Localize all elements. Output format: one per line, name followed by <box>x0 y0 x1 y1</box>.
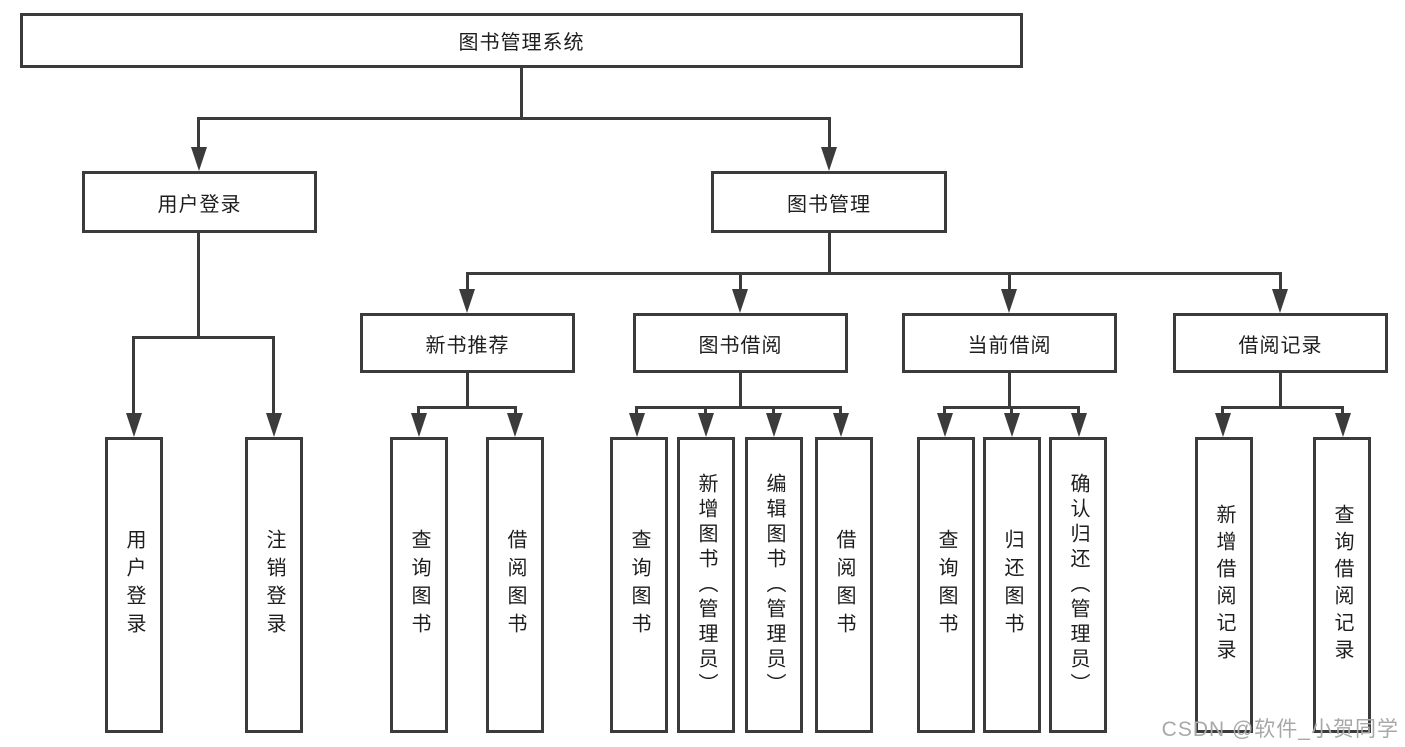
leaf-add-borrow-record-label: 新增借阅记录 <box>1213 504 1235 666</box>
arrowhead-user-login <box>191 147 207 171</box>
node-root-label: 图书管理系统 <box>458 32 585 54</box>
leaf-add-books-admin: 新增图书（管理员） <box>677 437 735 733</box>
leaf-query-books-1-label: 查询图书 <box>408 529 430 641</box>
arrowhead-query-books-1 <box>411 413 427 437</box>
leaf-borrow-books-2-label: 借阅图书 <box>833 529 855 641</box>
leaf-query-books-2: 查询图书 <box>610 437 668 733</box>
connector-drop-leaf-user-login <box>132 336 135 415</box>
leaf-return-books: 归还图书 <box>983 437 1041 733</box>
arrowhead-query-borrow-record <box>1335 413 1351 437</box>
connector-drop-new-book-recommend <box>466 272 469 291</box>
leaf-edit-books-admin: 编辑图书（管理员） <box>745 437 803 733</box>
leaf-query-books-2-label: 查询图书 <box>628 529 650 641</box>
arrowhead-return-books <box>1004 413 1020 437</box>
connector-drop-query-books-2 <box>635 406 638 416</box>
connector-book-borrowing-rail <box>635 406 842 409</box>
connector-drop-book-management <box>828 117 831 149</box>
arrowhead-current-borrowing <box>1001 289 1017 313</box>
connector-current-borrowing-stem <box>1008 373 1011 406</box>
connector-book-borrowing-stem <box>739 373 742 406</box>
arrowhead-leaf-user-login <box>126 413 142 437</box>
leaf-add-borrow-record: 新增借阅记录 <box>1195 437 1253 733</box>
connector-drop-book-borrowing <box>739 272 742 291</box>
connector-drop-query-borrow-record <box>1341 406 1344 416</box>
leaf-borrow-books-1: 借阅图书 <box>486 437 544 733</box>
connector-drop-current-borrowing <box>1008 272 1011 291</box>
connector-borrowing-records-rail <box>1221 406 1344 409</box>
connector-root-stem <box>520 68 523 117</box>
connector-root-rail <box>197 117 831 120</box>
connector-borrowing-records-stem <box>1279 373 1282 406</box>
connector-drop-query-books-1 <box>417 406 420 416</box>
leaf-query-books-3: 查询图书 <box>917 437 975 733</box>
node-new-book-recommend-label: 新书推荐 <box>425 334 510 357</box>
connector-new-book-recommend-rail <box>417 406 517 409</box>
connector-user-login-rail <box>132 336 275 339</box>
leaf-confirm-return-admin: 确认归还（管理员） <box>1049 437 1107 733</box>
connector-user-login-stem <box>197 233 200 336</box>
connector-new-book-recommend-stem <box>466 373 469 406</box>
arrowhead-edit-books-admin <box>766 413 782 437</box>
node-book-management: 图书管理 <box>711 171 947 233</box>
connector-drop-add-books-admin <box>704 406 707 416</box>
connector-drop-return-books <box>1010 406 1013 416</box>
leaf-query-books-3-label: 查询图书 <box>935 529 957 641</box>
leaf-user-login-label: 用户登录 <box>123 529 145 641</box>
arrowhead-new-book-recommend <box>459 289 475 313</box>
arrowhead-query-books-2 <box>629 413 645 437</box>
leaf-return-books-label: 归还图书 <box>1001 529 1023 641</box>
node-book-borrowing-label: 图书借阅 <box>698 334 783 357</box>
connector-drop-query-books-3 <box>943 406 946 416</box>
node-book-borrowing: 图书借阅 <box>633 313 848 373</box>
leaf-query-borrow-record: 查询借阅记录 <box>1313 437 1371 733</box>
arrowhead-add-borrow-record <box>1215 413 1231 437</box>
arrowhead-query-books-3 <box>937 413 953 437</box>
connector-drop-borrow-books-2 <box>839 406 842 416</box>
node-current-borrowing: 当前借阅 <box>902 313 1117 373</box>
connector-drop-borrowing-records <box>1279 272 1282 291</box>
leaf-borrow-books-2: 借阅图书 <box>815 437 873 733</box>
node-root: 图书管理系统 <box>20 13 1023 68</box>
arrowhead-borrow-books-1 <box>507 413 523 437</box>
node-current-borrowing-label: 当前借阅 <box>967 334 1052 357</box>
csdn-watermark: CSDN @软件_小贺同学 <box>1161 718 1399 741</box>
leaf-borrow-books-1-label: 借阅图书 <box>504 529 526 641</box>
leaf-user-login: 用户登录 <box>105 437 163 733</box>
arrowhead-book-borrowing <box>732 289 748 313</box>
node-borrowing-records-label: 借阅记录 <box>1238 334 1323 357</box>
leaf-query-books-1: 查询图书 <box>390 437 448 733</box>
node-borrowing-records: 借阅记录 <box>1173 313 1388 373</box>
leaf-confirm-return-admin-label: 确认归还（管理员） <box>1067 472 1089 698</box>
node-user-login-label: 用户登录 <box>157 193 242 216</box>
leaf-query-borrow-record-label: 查询借阅记录 <box>1331 504 1353 666</box>
node-new-book-recommend: 新书推荐 <box>360 313 575 373</box>
connector-drop-add-borrow-record <box>1221 406 1224 416</box>
connector-book-management-stem <box>828 233 831 272</box>
arrowhead-add-books-admin <box>698 413 714 437</box>
arrowhead-borrow-books-2 <box>833 413 849 437</box>
connector-book-management-rail <box>466 272 1282 275</box>
arrowhead-borrowing-records <box>1272 289 1288 313</box>
leaf-edit-books-admin-label: 编辑图书（管理员） <box>763 472 785 698</box>
leaf-logout: 注销登录 <box>245 437 303 733</box>
arrowhead-book-management <box>821 147 837 171</box>
connector-drop-edit-books-admin <box>772 406 775 416</box>
connector-drop-user-login <box>197 117 200 149</box>
arrowhead-confirm-return-admin <box>1071 413 1087 437</box>
arrowhead-leaf-logout <box>266 413 282 437</box>
node-user-login: 用户登录 <box>82 171 317 233</box>
connector-drop-leaf-logout <box>272 336 275 415</box>
leaf-add-books-admin-label: 新增图书（管理员） <box>695 472 717 698</box>
leaf-logout-label: 注销登录 <box>263 529 285 641</box>
node-book-management-label: 图书管理 <box>787 193 871 216</box>
connector-drop-confirm-return-admin <box>1077 406 1080 416</box>
connector-drop-borrow-books-1 <box>514 406 517 416</box>
